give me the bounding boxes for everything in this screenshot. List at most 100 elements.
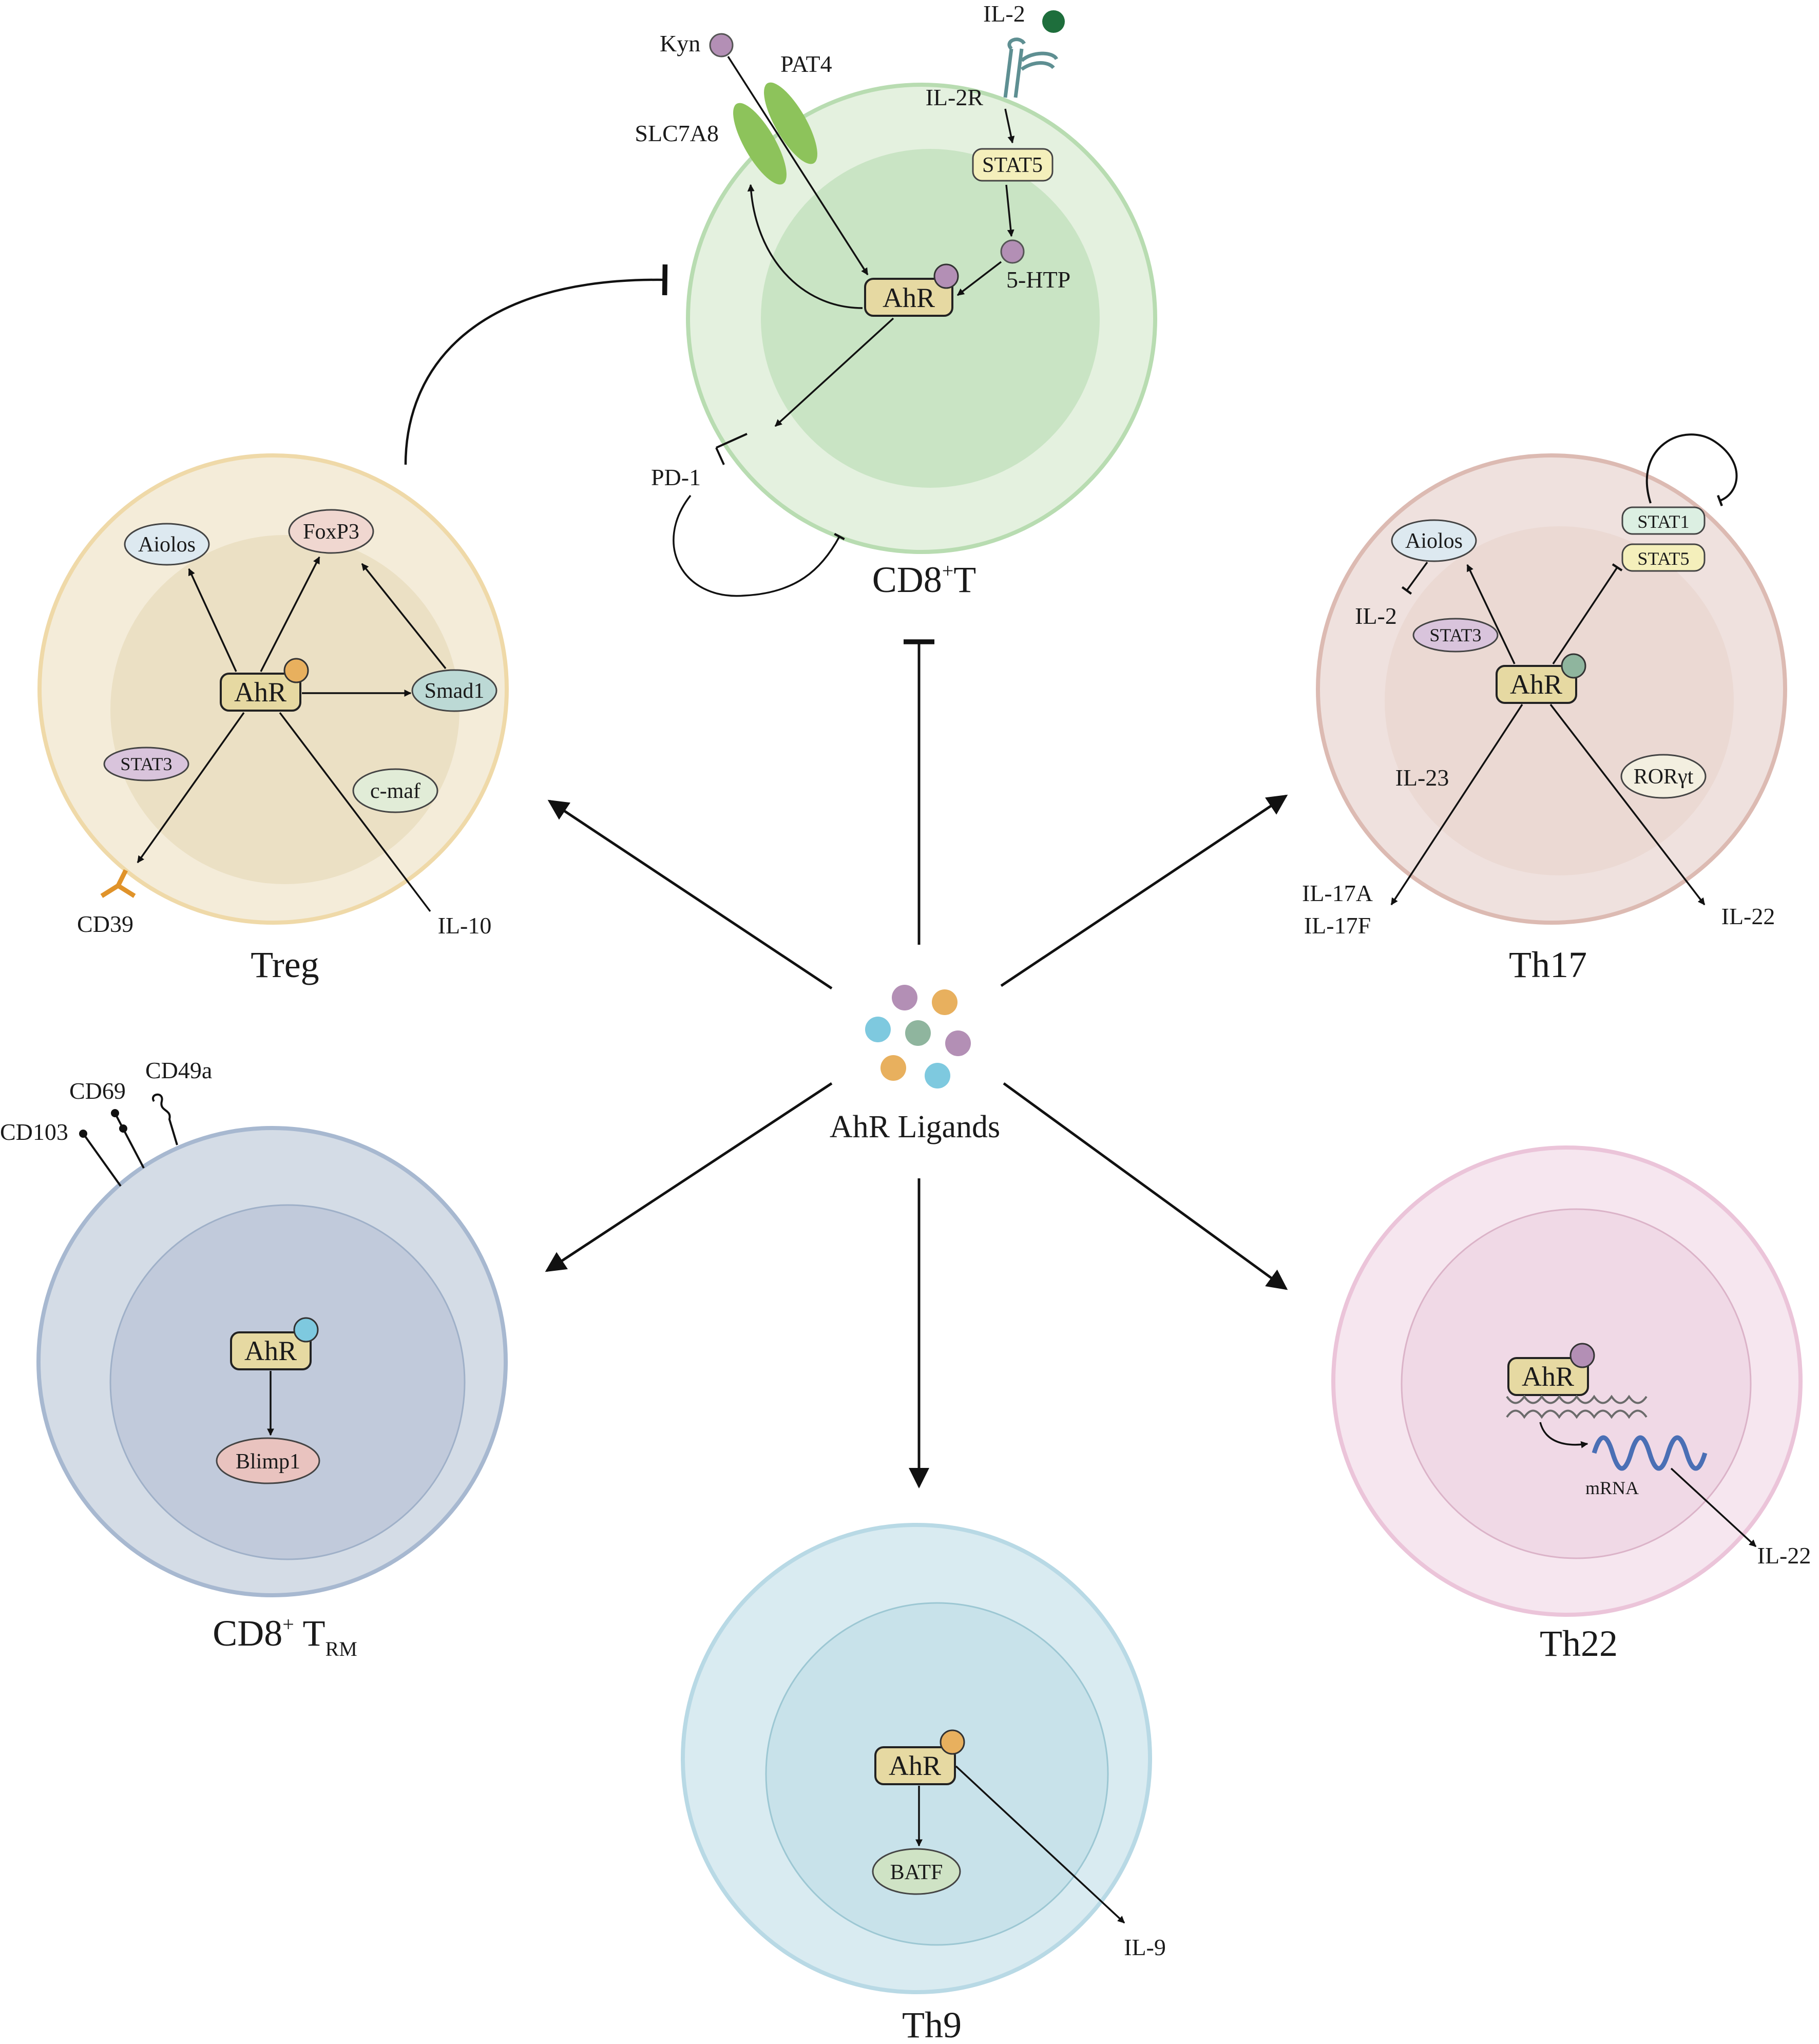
cd8t-title: CD8+T xyxy=(872,559,976,600)
ligand-dot xyxy=(945,1030,971,1056)
ligand-dot xyxy=(880,1055,906,1081)
cell-cd8t: SLC7A8 PAT4 Kyn IL-2 IL-2R STAT5 5-HTP A… xyxy=(635,1,1157,600)
th9-ahr-ligand-dot xyxy=(940,1729,965,1755)
stat5-label: STAT5 xyxy=(982,154,1043,177)
arrow-to-trm xyxy=(545,1082,833,1272)
cd8t-ahr-ligand-dot xyxy=(933,263,959,289)
trm-ahr-ligand-dot xyxy=(293,1317,319,1343)
ligand-dot xyxy=(925,1063,950,1088)
th17-aiolos-label: Aiolos xyxy=(1405,529,1463,553)
pd1-receptor-icon xyxy=(715,433,748,465)
th22-il22-label: IL-22 xyxy=(1757,1542,1811,1569)
smad1-node xyxy=(411,669,497,712)
treg-title: Treg xyxy=(251,944,319,985)
5htp-label: 5-HTP xyxy=(1006,266,1070,293)
cd8t-ahr-label: AhR xyxy=(883,282,935,313)
th9-batf-label: BATF xyxy=(890,1861,943,1884)
th9-ahr-to-il9-arrow xyxy=(955,1765,1125,1924)
th17-il23-label: IL-23 xyxy=(1395,765,1449,791)
th9-il9-label: IL-9 xyxy=(1124,1934,1166,1960)
treg-smad1-label: Smad1 xyxy=(425,679,485,703)
th17-il17a-label: IL-17A xyxy=(1302,880,1373,906)
il2r-receptor-icon xyxy=(1003,37,1059,98)
mrna-to-il22-arrow xyxy=(1670,1467,1757,1548)
th22-mrna-label: mRNA xyxy=(1585,1478,1639,1498)
kyn-ligand-dot xyxy=(709,33,734,58)
th17-arrows xyxy=(1390,563,1706,906)
th9-ahr-box xyxy=(874,1746,956,1785)
cell-th9: AhR BATF IL-9 Th9 xyxy=(681,1523,1166,2044)
cmaf-node xyxy=(352,768,438,813)
5htp-ligand-dot xyxy=(1000,239,1025,264)
pat4-label: PAT4 xyxy=(780,51,832,77)
kyn-label: Kyn xyxy=(660,30,700,56)
th22-title: Th22 xyxy=(1540,1623,1618,1664)
cd103-marker-dot xyxy=(79,1130,87,1138)
kyn-arrow xyxy=(727,56,869,276)
ligand-dot xyxy=(892,985,917,1010)
th17-ahr-box xyxy=(1496,665,1577,704)
arrow-to-th22 xyxy=(1003,1082,1288,1290)
treg-il10-label: IL-10 xyxy=(438,912,492,939)
cd69-marker-dot xyxy=(111,1109,119,1117)
th22-ahr-ligand-dot xyxy=(1569,1343,1595,1368)
il2-dot xyxy=(1042,10,1065,33)
treg-stat3-label: STAT3 xyxy=(120,754,172,774)
treg-ahr-ligand-dot xyxy=(283,658,309,683)
stat3-node xyxy=(1412,618,1499,653)
stat3-node xyxy=(103,747,189,781)
slc7a8-label: SLC7A8 xyxy=(635,120,719,146)
pat4-transporter xyxy=(764,82,817,164)
arrow-to-treg xyxy=(547,799,833,990)
th22-ahr-box xyxy=(1507,1357,1589,1396)
dna-icon xyxy=(1506,1394,1648,1419)
stat1-box xyxy=(1621,506,1706,535)
cell-treg: Aiolos FoxP3 Smad1 STAT3 c-maf AhR CD39 … xyxy=(37,453,509,985)
trm-cd103-label: CD103 xyxy=(0,1119,68,1145)
trm-surface-markers xyxy=(84,1093,178,1187)
cell-th22: AhR mRNA IL-22 Th22 xyxy=(1331,1145,1811,1664)
aiolos-node xyxy=(1391,519,1477,562)
stat5-to-5htp-arrow xyxy=(1005,184,1014,237)
ahr-ligands-cluster: AhR Ligands xyxy=(830,985,1000,1144)
trm-cd69-label: CD69 xyxy=(69,1078,126,1104)
treg-inhibits-cd8t xyxy=(404,264,668,465)
ahr-to-pd1-arrow xyxy=(774,317,894,427)
cd8t-ahr-box xyxy=(864,278,953,317)
cd69-marker-dot xyxy=(119,1124,127,1133)
treg-cd39-label: CD39 xyxy=(77,911,133,937)
ahr-ligands-label: AhR Ligands xyxy=(830,1110,1000,1144)
treg-aiolos-label: Aiolos xyxy=(138,533,196,557)
th9-ahr-label: AhR xyxy=(889,1750,941,1781)
trm-nucleus xyxy=(109,1204,466,1560)
rorgt-node xyxy=(1620,754,1707,799)
th17-stat1-label: STAT1 xyxy=(1637,511,1689,532)
th17-stat5-label: STAT5 xyxy=(1637,548,1689,569)
mrna-icon xyxy=(1592,1435,1708,1471)
cell-trm: CD103 CD69 CD49a AhR Blimp1 CD8+ TRM xyxy=(0,1057,508,1660)
trm-ahr-box xyxy=(230,1331,312,1370)
cd39-receptor-icon xyxy=(100,869,136,898)
blimp1-node xyxy=(216,1437,320,1484)
stat1-self-loop xyxy=(1645,433,1738,507)
treg-arrows xyxy=(137,556,447,912)
ligand-dot xyxy=(865,1017,891,1042)
il2r-label: IL-2R xyxy=(926,84,984,110)
th17-ahr-label: AhR xyxy=(1510,669,1562,700)
cd8t-nucleus xyxy=(761,149,1100,488)
batf-node xyxy=(872,1848,961,1895)
th17-rorgt-label: RORγt xyxy=(1634,765,1694,789)
5htp-to-ahr-arrow xyxy=(956,261,1002,296)
treg-ahr-box xyxy=(220,673,301,712)
th17-ahr-ligand-dot xyxy=(1561,653,1586,679)
th9-title: Th9 xyxy=(902,2004,962,2044)
ligand-dot xyxy=(932,989,958,1015)
ahr-to-transporter-arrow xyxy=(747,184,863,309)
il2-label: IL-2 xyxy=(983,1,1025,27)
pd1-label: PD-1 xyxy=(651,464,701,490)
th17-stat3-label: STAT3 xyxy=(1429,625,1481,645)
trm-title: CD8+ TRM xyxy=(213,1613,357,1660)
foxp3-node xyxy=(288,509,374,554)
pd1-inhibition-loop xyxy=(673,494,845,597)
